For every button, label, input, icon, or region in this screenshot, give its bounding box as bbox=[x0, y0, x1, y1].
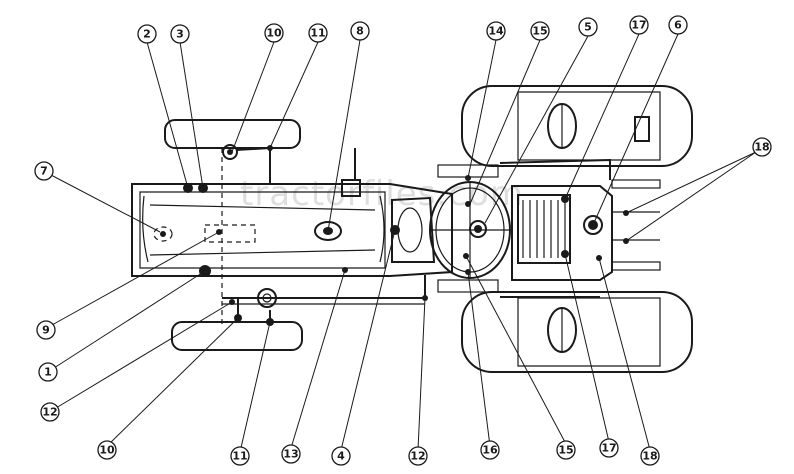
callout-top-17: 17 bbox=[629, 15, 649, 35]
svg-text:2: 2 bbox=[143, 28, 151, 41]
engine-block bbox=[499, 158, 661, 298]
svg-text:14: 14 bbox=[488, 25, 504, 38]
upper-linkage bbox=[222, 144, 271, 184]
front-wheel-top bbox=[461, 85, 693, 167]
rear-wheel-bottom bbox=[171, 321, 303, 351]
svg-text:15: 15 bbox=[558, 444, 573, 457]
callout-bottom-15: 15 bbox=[556, 440, 576, 460]
steering-assembly bbox=[391, 164, 511, 293]
callout-top-2: 2 bbox=[137, 24, 157, 44]
svg-text:17: 17 bbox=[601, 442, 616, 455]
callout-bottom-17: 17 bbox=[599, 438, 619, 458]
callout-bottom-13: 13 bbox=[281, 444, 301, 464]
callout-top-3: 3 bbox=[170, 24, 190, 44]
callout-top-15: 15 bbox=[530, 21, 550, 41]
callout-top-10: 10 bbox=[264, 23, 284, 43]
svg-text:10: 10 bbox=[266, 27, 282, 40]
callout-bottom-12: 12 bbox=[408, 446, 428, 466]
callout-left-12: 12 bbox=[40, 402, 60, 422]
svg-text:18: 18 bbox=[754, 141, 769, 154]
svg-text:7: 7 bbox=[40, 165, 48, 178]
callout-left-1: 1 bbox=[38, 362, 58, 382]
callout-top-14: 14 bbox=[486, 21, 506, 41]
callout-bottom-11: 11 bbox=[230, 446, 250, 466]
svg-text:4: 4 bbox=[337, 450, 345, 463]
callout-left-9: 9 bbox=[36, 320, 56, 340]
svg-text:18: 18 bbox=[642, 450, 657, 463]
lower-linkage bbox=[222, 275, 426, 322]
svg-text:10: 10 bbox=[99, 444, 115, 457]
svg-text:8: 8 bbox=[356, 25, 364, 38]
svg-text:6: 6 bbox=[674, 19, 682, 32]
callout-top-6: 6 bbox=[668, 15, 688, 35]
callout-bottom-18: 18 bbox=[640, 446, 660, 466]
svg-text:16: 16 bbox=[482, 444, 498, 457]
svg-text:17: 17 bbox=[631, 19, 646, 32]
svg-text:13: 13 bbox=[283, 448, 298, 461]
rear-wheel-top bbox=[164, 119, 301, 149]
svg-text:12: 12 bbox=[42, 406, 57, 419]
callout-bottom-4: 4 bbox=[331, 446, 351, 466]
svg-text:15: 15 bbox=[532, 25, 547, 38]
svg-text:9: 9 bbox=[42, 324, 50, 337]
svg-text:11: 11 bbox=[232, 450, 247, 463]
svg-text:5: 5 bbox=[584, 21, 592, 34]
callout-bottom-16: 16 bbox=[480, 440, 500, 460]
callout-left-7: 7 bbox=[34, 161, 54, 181]
svg-text:12: 12 bbox=[410, 450, 425, 463]
callout-top-8: 8 bbox=[350, 21, 370, 41]
leader-lines bbox=[50, 33, 757, 453]
callout-top-11: 11 bbox=[308, 23, 328, 43]
front-wheel-bottom bbox=[461, 291, 693, 373]
watermark: tractorfiles.com bbox=[240, 174, 524, 214]
callout-top-5: 5 bbox=[578, 17, 598, 37]
svg-text:1: 1 bbox=[44, 366, 52, 379]
svg-text:3: 3 bbox=[176, 28, 184, 41]
callout-bottom-10: 10 bbox=[97, 440, 117, 460]
callout-right-18: 18 bbox=[752, 137, 772, 157]
svg-text:11: 11 bbox=[310, 27, 325, 40]
